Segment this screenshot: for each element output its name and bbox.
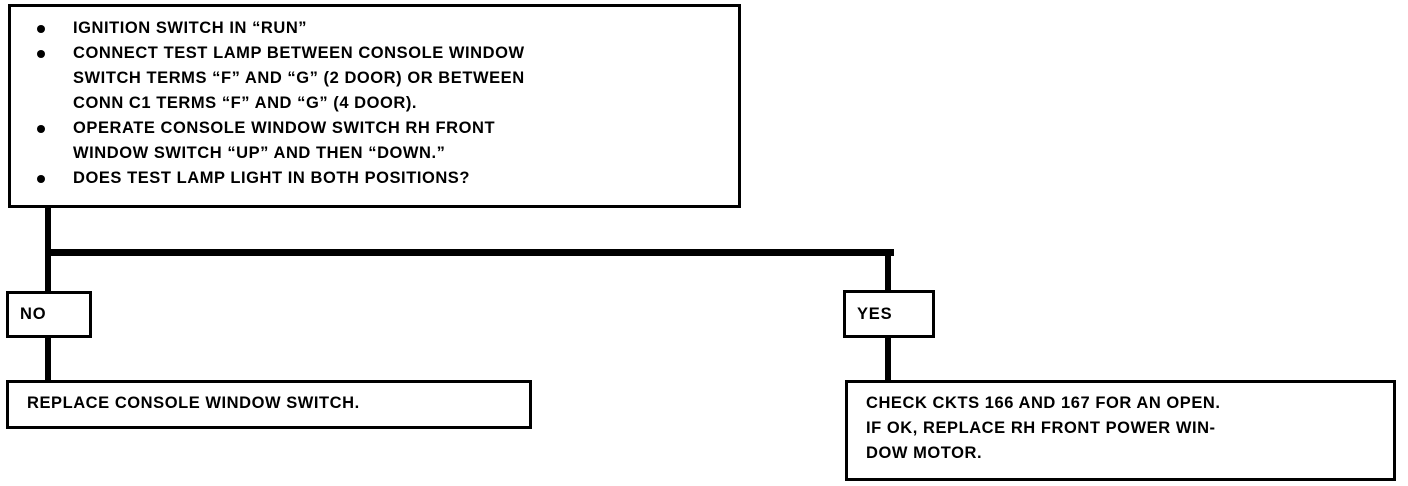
result-no-line-1: REPLACE CONSOLE WINDOW SWITCH. (27, 394, 360, 412)
list-item: IGNITION SWITCH IN “RUN” (11, 16, 738, 41)
decision-label-no: NO (20, 305, 47, 324)
result-box-no: REPLACE CONSOLE WINDOW SWITCH. (6, 380, 532, 429)
result-yes-line-1: CHECK CKTS 166 AND 167 FOR AN OPEN. (866, 394, 1221, 412)
instruction-bullet-list: IGNITION SWITCH IN “RUN” CONNECT TEST LA… (11, 7, 738, 191)
decision-label-yes: YES (857, 304, 893, 323)
decision-box-yes: YES (843, 290, 935, 338)
connector-stem-to-no (45, 249, 51, 293)
connector-main-stem (45, 207, 51, 255)
list-item: OPERATE CONSOLE WINDOW SWITCH RH FRONT W… (11, 116, 738, 166)
main-instruction-box: IGNITION SWITCH IN “RUN” CONNECT TEST LA… (8, 4, 741, 208)
bullet-2-line-3: CONN C1 TERMS “F” AND “G” (4 DOOR). (73, 94, 418, 112)
connector-yes-to-result (885, 337, 891, 382)
connector-branch-bar (45, 249, 894, 256)
bullet-3-line-1: OPERATE CONSOLE WINDOW SWITCH RH FRONT (73, 119, 496, 137)
bullet-3-line-2: WINDOW SWITCH “UP” AND THEN “DOWN.” (73, 144, 446, 162)
connector-no-to-result (45, 337, 51, 382)
list-item: CONNECT TEST LAMP BETWEEN CONSOLE WINDOW… (11, 41, 738, 116)
bullet-4-line-1: DOES TEST LAMP LIGHT IN BOTH POSITIONS? (73, 169, 470, 187)
result-box-yes: CHECK CKTS 166 AND 167 FOR AN OPEN. IF O… (845, 380, 1396, 481)
decision-box-no: NO (6, 291, 92, 338)
result-yes-line-2: IF OK, REPLACE RH FRONT POWER WIN- (866, 419, 1216, 437)
bullet-1-line-1: IGNITION SWITCH IN “RUN” (73, 19, 308, 37)
connector-stem-to-yes (885, 249, 891, 292)
bullet-2-line-1: CONNECT TEST LAMP BETWEEN CONSOLE WINDOW (73, 44, 525, 62)
result-yes-line-3: DOW MOTOR. (866, 444, 983, 462)
bullet-2-line-2: SWITCH TERMS “F” AND “G” (2 DOOR) OR BET… (73, 69, 525, 87)
list-item: DOES TEST LAMP LIGHT IN BOTH POSITIONS? (11, 166, 738, 191)
